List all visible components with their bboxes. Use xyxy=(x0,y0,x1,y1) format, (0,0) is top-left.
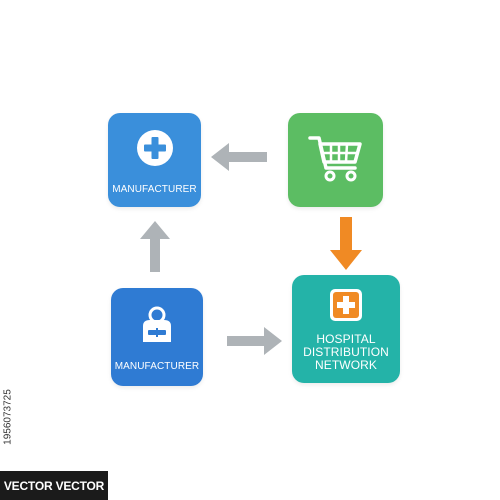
manufacturer-bottom-node: MANUFACTURER xyxy=(111,288,203,386)
shopping-cart-icon xyxy=(306,130,366,191)
manufacturer-bottom-label: MANUFACTURER xyxy=(114,361,200,372)
watermark-brand: VECTOR VECTOR xyxy=(0,471,108,500)
cart-node xyxy=(288,113,383,207)
watermark-id: 1956073725 xyxy=(2,389,14,445)
medical-bag-icon xyxy=(138,306,176,351)
hospital-cross-icon xyxy=(329,288,363,327)
down-arrow-icon xyxy=(330,217,362,270)
hospital-distribution-node: HOSPITAL DISTRIBUTION NETWORK xyxy=(292,275,400,383)
up-arrow-icon xyxy=(140,221,170,272)
left-arrow-icon xyxy=(211,143,267,171)
hospital-distribution-label: HOSPITAL DISTRIBUTION NETWORK xyxy=(303,332,389,372)
manufacturer-top-label: MANUFACTURER xyxy=(112,184,197,195)
medical-cross-icon xyxy=(136,129,174,172)
manufacturer-top-node: MANUFACTURER xyxy=(108,113,201,207)
right-arrow-icon xyxy=(227,327,282,355)
